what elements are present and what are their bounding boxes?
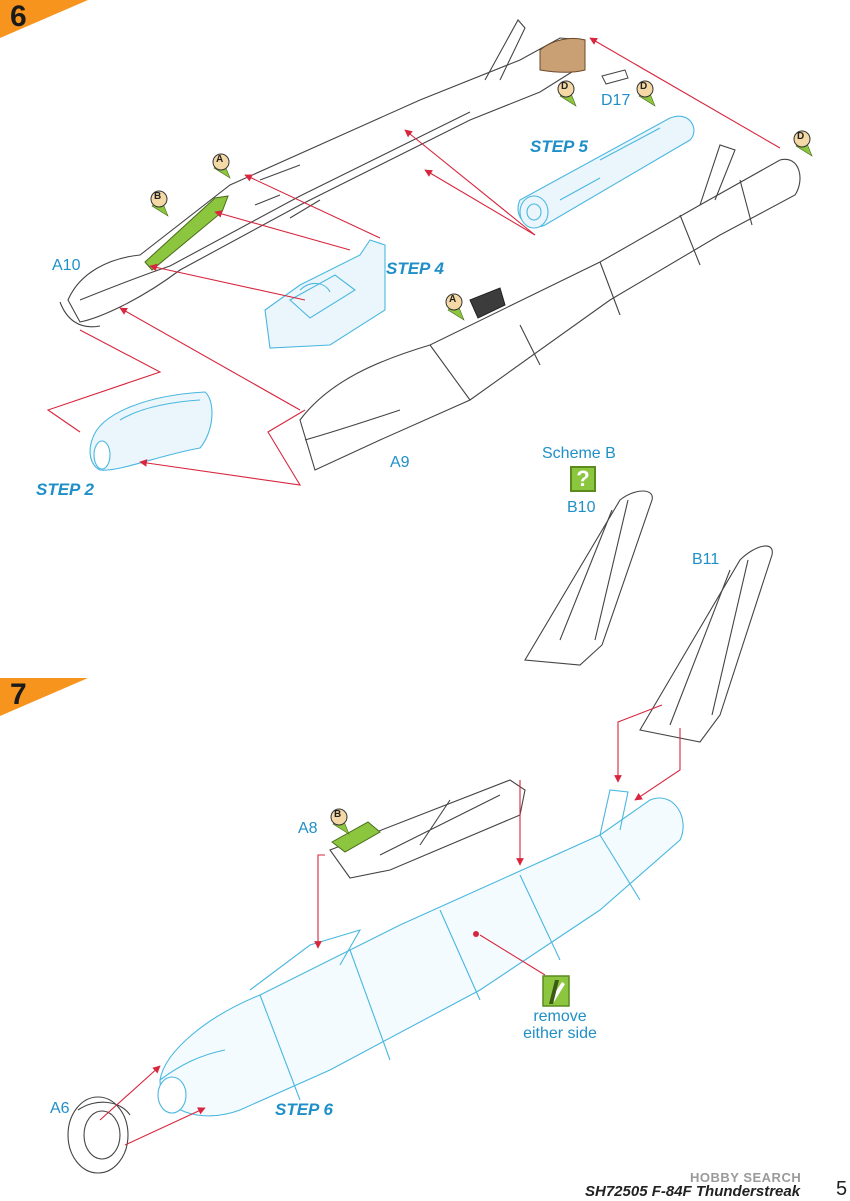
page-number: 5 <box>836 1178 848 1200</box>
pin-d-tailcone <box>793 130 813 157</box>
step7-tab <box>0 678 88 716</box>
fin-b11 <box>639 545 773 743</box>
intake-lip <box>89 391 213 471</box>
pin-b-step6-rail <box>150 190 169 217</box>
label-b10: B10 <box>567 499 596 516</box>
step-ref-5: STEP 5 <box>530 137 588 156</box>
pin-letter-d-tailcone: D <box>797 131 805 142</box>
label-scheme-b: Scheme B <box>542 445 616 462</box>
pin-a-step6-rail <box>212 153 231 179</box>
label-a10: A10 <box>52 257 81 274</box>
pin-letter-a-gunpanel: A <box>449 294 457 305</box>
watermark: HOBBY SEARCH <box>690 1170 802 1185</box>
label-a9: A9 <box>390 454 410 471</box>
callout-pins <box>150 80 813 835</box>
step6-number: 6 <box>10 0 27 33</box>
label-b11: B11 <box>692 551 720 568</box>
step6-tab <box>0 0 88 38</box>
gun-panel-dark <box>469 287 506 319</box>
step7-assembly-arrows <box>99 704 681 1146</box>
step-ref-6: STEP 6 <box>275 1100 333 1119</box>
pin-letter-a-rail: A <box>216 154 224 165</box>
remove-note-line2: either side <box>523 1025 597 1042</box>
intake-ring-a6 <box>67 1096 131 1174</box>
step-ref-4: STEP 4 <box>386 259 444 278</box>
pin-letter-b-canopy: B <box>334 809 342 820</box>
fin-b10 <box>524 490 653 666</box>
pin-d-exhaust <box>557 80 577 107</box>
step7-number: 7 <box>10 678 27 711</box>
pin-letter-d-exhaust: D <box>561 81 569 92</box>
intake-trunk <box>517 115 695 229</box>
pin-letter-b-rail: B <box>154 191 162 202</box>
pin-d-d17 <box>636 80 656 107</box>
part-d17 <box>601 69 629 85</box>
fuselage-half-a9 <box>299 144 801 471</box>
question-mark: ? <box>576 466 590 491</box>
assembled-fuselage <box>157 789 684 1117</box>
label-d17: D17 <box>601 92 631 109</box>
label-a6: A6 <box>50 1100 70 1117</box>
removal-mark <box>473 931 479 937</box>
remove-note-line1: remove <box>533 1008 587 1025</box>
remove-note: remove either side <box>505 1008 615 1042</box>
canopy-a8-green <box>331 821 381 853</box>
step-ref-2: STEP 2 <box>36 480 94 499</box>
pin-b-canopy <box>330 808 350 835</box>
label-a8: A8 <box>298 820 318 837</box>
pin-letter-d-d17: D <box>640 81 648 92</box>
cockpit-tub <box>264 239 386 349</box>
exhaust-ring <box>539 37 586 73</box>
pin-a-gunpanel <box>445 293 465 321</box>
question-icon: ? <box>570 466 596 492</box>
knife-icon <box>542 975 570 1007</box>
footer-kit-text: SH72505 F-84F Thunderstreak <box>585 1183 801 1200</box>
step6-assembly-arrows <box>46 37 781 486</box>
